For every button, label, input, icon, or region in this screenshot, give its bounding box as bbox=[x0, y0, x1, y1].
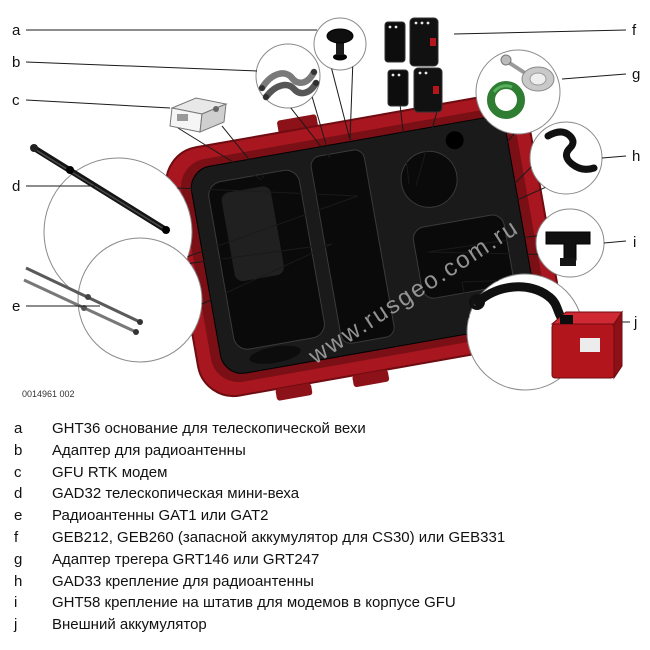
callout-letter-h: h bbox=[632, 148, 640, 165]
legend-row: g Адаптер трегера GRT146 или GRT247 bbox=[14, 549, 640, 571]
item-g-tribrach-adapter bbox=[487, 54, 555, 119]
legend: a GHT36 основание для телескопической ве… bbox=[0, 408, 650, 636]
legend-letter: a bbox=[14, 420, 23, 437]
legend-row: a GHT36 основание для телескопической ве… bbox=[14, 418, 640, 440]
item-i-gfu-clamp bbox=[545, 231, 591, 266]
case-latch bbox=[352, 369, 390, 388]
legend-letter: g bbox=[14, 550, 23, 568]
callout-circle-e bbox=[77, 237, 203, 363]
legend-text: GFU RTK модем bbox=[52, 463, 168, 481]
legend-letter: h bbox=[14, 572, 23, 590]
legend-text: Адаптер для радиоантенны bbox=[52, 441, 246, 459]
legend-row: j Внешний аккумулятор bbox=[14, 614, 640, 636]
legend-letter: b bbox=[14, 441, 23, 459]
legend-text: Внешний аккумулятор bbox=[52, 616, 207, 634]
item-f-batteries bbox=[384, 17, 443, 113]
callout-letter-b: b bbox=[12, 54, 20, 71]
callout-letter-c: c bbox=[12, 92, 20, 109]
case-latch bbox=[275, 383, 313, 401]
leader-ticks bbox=[25, 29, 630, 323]
legend-row: i GHT58 крепление на штатив для модемов … bbox=[14, 592, 640, 614]
item-c-gfu-modem bbox=[169, 97, 228, 133]
callout-letter-d: d bbox=[12, 178, 20, 195]
legend-row: d GAD32 телескопическая мини-веха bbox=[14, 483, 640, 505]
legend-text: Радиоантенны GAT1 или GAT2 bbox=[52, 507, 269, 525]
legend-text: GEB212, GEB260 (запасной аккумулятор для… bbox=[52, 528, 506, 546]
callout-letter-g: g bbox=[632, 66, 640, 83]
item-d-mini-pole bbox=[30, 144, 170, 234]
item-b-antenna-adapters bbox=[258, 68, 320, 101]
legend-row: c GFU RTK модем bbox=[14, 462, 640, 484]
callout-letters: a b c d e f g h i j bbox=[12, 22, 640, 331]
legend-row: e Радиоантенны GAT1 или GAT2 bbox=[14, 505, 640, 527]
callout-letter-e: e bbox=[12, 298, 20, 315]
item-a-pole-base bbox=[326, 28, 354, 61]
legend-text: Адаптер трегера GRT146 или GRT247 bbox=[52, 550, 320, 568]
legend-letter: d bbox=[14, 485, 23, 503]
pointer-lines bbox=[177, 66, 546, 318]
figure-number: 0014961 002 bbox=[22, 389, 75, 399]
legend-letter: j bbox=[14, 616, 18, 634]
legend-row: b Адаптер для радиоантенны bbox=[14, 440, 640, 462]
item-j-external-battery bbox=[469, 282, 623, 380]
callout-letter-j: j bbox=[633, 314, 637, 331]
legend-text: GHT58 крепление на штатив для модемов в … bbox=[52, 594, 456, 612]
legend-letter: e bbox=[14, 507, 23, 525]
legend-letter: i bbox=[14, 594, 18, 612]
equipment-case-diagram: a b c d e f g h i j www.rusgeo.com.ru 00… bbox=[12, 17, 640, 401]
callout-letter-f: f bbox=[632, 22, 637, 39]
legend-text: GAD32 телескопическая мини-веха bbox=[52, 485, 300, 503]
legend-text: GAD33 крепление для радиоантенны bbox=[52, 572, 314, 590]
callout-letter-a: a bbox=[12, 22, 21, 39]
item-h-antenna-bracket bbox=[544, 128, 598, 173]
legend-row: h GAD33 крепление для радиоантенны bbox=[14, 571, 640, 593]
callout-letter-i: i bbox=[633, 234, 636, 251]
legend-row: f GEB212, GEB260 (запасной аккумулятор д… bbox=[14, 527, 640, 549]
legend-letter: c bbox=[14, 463, 22, 481]
legend-text: GHT36 основание для телескопической вехи bbox=[52, 420, 366, 437]
legend-letter: f bbox=[14, 528, 19, 546]
